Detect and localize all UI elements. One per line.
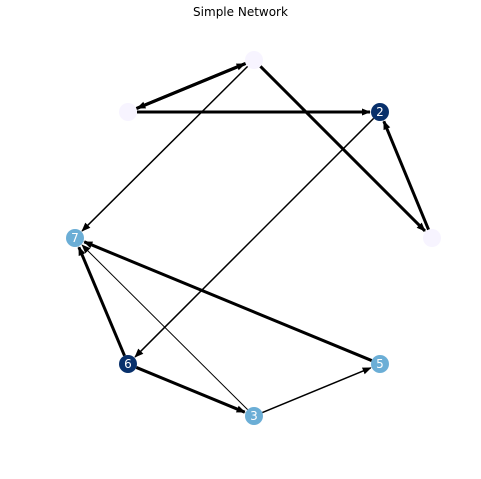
edge-n1-to-n0 xyxy=(135,62,246,110)
node-circle xyxy=(371,103,389,121)
node-label: 3 xyxy=(250,409,258,423)
node-n7[interactable]: 7 xyxy=(66,229,84,247)
node-label: 7 xyxy=(71,231,79,245)
node-label: 2 xyxy=(376,105,384,119)
edge-n0-to-n7 xyxy=(81,65,249,232)
node-n3b[interactable]: 3 xyxy=(245,407,263,425)
edge-n3b-to-n7 xyxy=(81,244,248,411)
node-label: 5 xyxy=(376,357,384,371)
node-circle xyxy=(119,355,137,373)
node-n2[interactable]: 2 xyxy=(371,103,389,121)
node-circle xyxy=(245,407,263,425)
nodes-layer: 2 5 3 6 7 xyxy=(66,51,441,425)
node-n5[interactable]: 5 xyxy=(371,355,389,373)
edges-layer xyxy=(77,62,430,414)
node-circle xyxy=(119,103,137,121)
node-circle xyxy=(423,229,441,247)
node-n1[interactable] xyxy=(119,103,137,121)
node-circle xyxy=(66,229,84,247)
edge-n6-to-n7 xyxy=(77,246,126,357)
node-circle xyxy=(245,51,263,69)
node-label: 6 xyxy=(124,357,132,371)
edge-n3b-to-n5 xyxy=(262,367,372,414)
node-n6[interactable]: 6 xyxy=(119,355,137,373)
node-n0[interactable] xyxy=(245,51,263,69)
node-n3[interactable] xyxy=(423,229,441,247)
edge-n5-to-n7 xyxy=(83,240,373,362)
edge-n3-to-n2 xyxy=(382,120,430,231)
chart-title: Simple Network xyxy=(193,5,288,19)
edge-n6-to-n3b xyxy=(135,366,246,414)
node-circle xyxy=(371,355,389,373)
edge-n2-to-n6 xyxy=(134,117,375,358)
